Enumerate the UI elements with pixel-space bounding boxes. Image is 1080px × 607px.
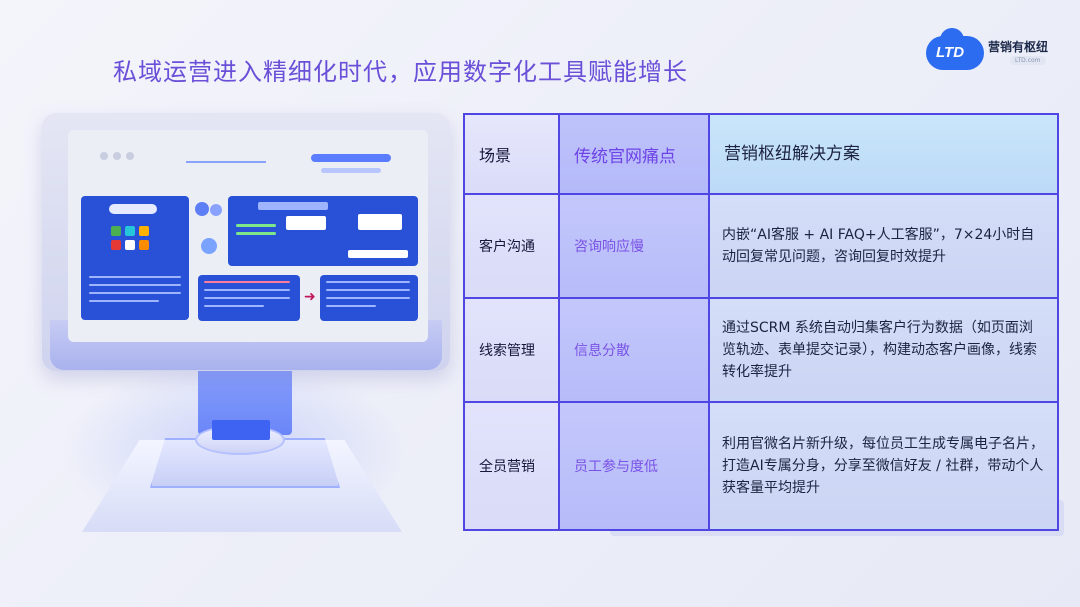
- bell-icon: [201, 238, 217, 254]
- header-scene: 场景: [463, 113, 560, 195]
- screen-panel: [228, 196, 418, 266]
- cell-solution: 内嵌“AI客服 + AI FAQ+人工客服”，7×24小时自动回复常见问题，咨询…: [708, 193, 1059, 299]
- screen-bar: [321, 168, 381, 173]
- cell-pain: 咨询响应慢: [558, 193, 710, 299]
- monitor-base-screen: [212, 420, 270, 440]
- table-row: 全员营销 员工参与度低 利用官微名片新升级，每位员工生成专属电子名片，打造AI专…: [463, 401, 1059, 531]
- cell-solution: 利用官微名片新升级，每位员工生成专属电子名片，打造AI专属分身，分享至微信好友 …: [708, 401, 1059, 531]
- user-icon: [210, 204, 222, 216]
- cell-pain: 信息分散: [558, 297, 710, 403]
- screen-panel: [320, 275, 418, 321]
- header-solution: 营销枢纽解决方案: [708, 113, 1059, 195]
- header-pain: 传统官网痛点: [558, 113, 710, 195]
- brand-logo: LTD 营销有枢纽 LTD.com: [926, 28, 1066, 72]
- brand-sub: LTD.com: [1010, 56, 1046, 65]
- window-dots: [100, 152, 134, 160]
- cell-solution: 通过SCRM 系统自动归集客户行为数据（如页面浏览轨迹、表单提交记录），构建动态…: [708, 297, 1059, 403]
- table-row: 线索管理 信息分散 通过SCRM 系统自动归集客户行为数据（如页面浏览轨迹、表单…: [463, 297, 1059, 403]
- user-icon: [195, 202, 209, 216]
- comparison-table: 场景 传统官网痛点 营销枢纽解决方案 客户沟通 咨询响应慢 内嵌“AI客服 + …: [463, 113, 1059, 531]
- cell-pain: 员工参与度低: [558, 401, 710, 531]
- screen-panel: [81, 196, 189, 320]
- cell-scene: 全员营销: [463, 401, 560, 531]
- logo-text: LTD: [936, 44, 965, 61]
- table-header-row: 场景 传统官网痛点 营销枢纽解决方案: [463, 113, 1059, 195]
- screen-bar: [186, 161, 266, 163]
- arrow-right-icon: ➜: [304, 289, 316, 305]
- screen-panel: [198, 275, 300, 321]
- table-row: 客户沟通 咨询响应慢 内嵌“AI客服 + AI FAQ+人工客服”，7×24小时…: [463, 193, 1059, 299]
- screen-bar: [311, 154, 391, 162]
- brand-name: 营销有枢纽: [988, 40, 1049, 54]
- cell-scene: 客户沟通: [463, 193, 560, 299]
- page-headline: 私域运营进入精细化时代，应用数字化工具赋能增长: [113, 58, 688, 86]
- cloud-logo-icon: LTD: [926, 28, 984, 70]
- monitor-screen: ➜: [68, 130, 428, 342]
- cell-scene: 线索管理: [463, 297, 560, 403]
